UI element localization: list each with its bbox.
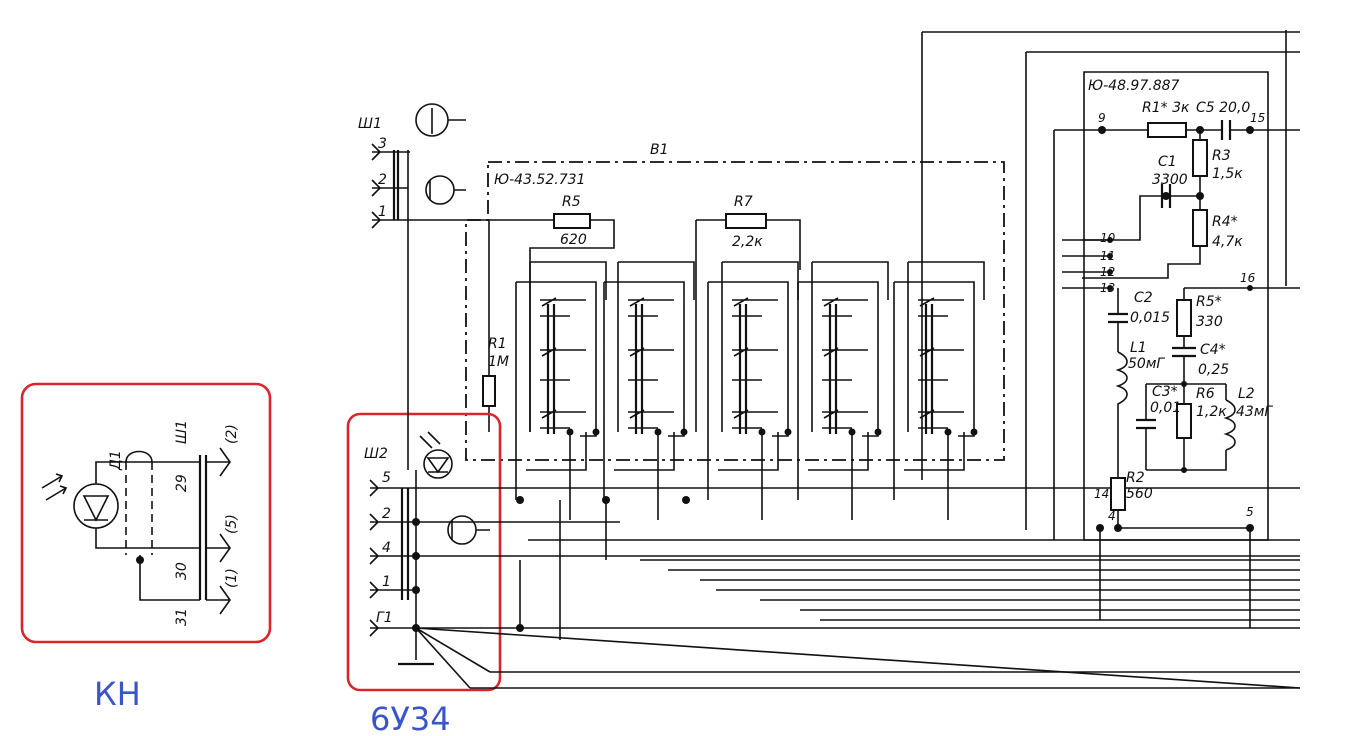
c5-label: C5 20,0	[1196, 100, 1250, 116]
bus-lines	[470, 31, 1300, 689]
mid-pin-5: 5	[382, 470, 391, 486]
l1-label: L1	[1130, 340, 1147, 356]
photo-arrows-icon	[41, 473, 68, 501]
switch-section-1	[515, 261, 607, 520]
mid-pin-4: 4	[382, 540, 391, 556]
kn-wire-30: 30	[174, 562, 190, 580]
r1-value: 1М	[488, 354, 509, 370]
r1-label: R1	[488, 336, 507, 352]
kn-wire-29: 29	[174, 474, 190, 492]
l1-value: 50мГ	[1128, 356, 1165, 372]
6u34-highlight-box	[346, 412, 502, 692]
c1-label: C1	[1158, 154, 1177, 170]
pin-4: 4	[1108, 509, 1116, 523]
kn-caption: КН	[94, 675, 141, 713]
r7-resistor	[725, 213, 767, 229]
mid-pin-g1: Г1	[376, 610, 393, 626]
input-connector: Ш1 3 2 1	[358, 103, 500, 229]
connector-6u34: Ш2 5 2 4 1 Г1	[346, 150, 1301, 692]
kn-connector-label: Ш1	[174, 420, 190, 444]
r5-resistor	[553, 213, 591, 229]
pin-15: 15	[1250, 111, 1265, 125]
c3-value: 0,01	[1150, 400, 1181, 416]
mid-connector-label: Ш2	[364, 446, 388, 462]
r2-value: 560	[1126, 486, 1153, 502]
kn-diagram: Д1 Ш1 (2) (5) (1) 29 30 31	[20, 382, 272, 644]
r5s-label: R5*	[1196, 294, 1222, 310]
c2-label: C2	[1134, 290, 1153, 306]
r6-value: 1,2к	[1196, 404, 1227, 420]
c4-label: C4*	[1200, 342, 1226, 358]
switch-section-3	[707, 261, 799, 520]
c3-label: C3*	[1152, 384, 1178, 400]
switch-block: В1 Ю-43.52.731 R1 1М R5 620 R7 2,2к	[465, 142, 1005, 520]
c4-value: 0,25	[1198, 362, 1229, 378]
r3-label: R3	[1212, 148, 1231, 164]
r5s-value: 330	[1196, 314, 1223, 330]
r7-label: R7	[734, 194, 753, 210]
l2-label: L2	[1238, 386, 1255, 402]
filter-board: Ю-48.97.887 9 15 10 11 12 13 16 14 4 5 R…	[1054, 30, 1300, 628]
c2-value: 0,015	[1130, 310, 1170, 326]
r4-value: 4,7к	[1212, 234, 1243, 250]
c1-value: 3300	[1152, 172, 1188, 188]
mid-pin-2: 2	[382, 506, 391, 522]
kn-pin-5: (5)	[224, 514, 240, 534]
r1s-label: R1* 3к	[1142, 100, 1190, 116]
r6-label: R6	[1196, 386, 1215, 402]
mid-pin-1: 1	[382, 574, 391, 590]
r2-label: R2	[1126, 470, 1145, 486]
6u34-caption: 6У34	[370, 700, 451, 736]
input-pin-1: 1	[378, 204, 387, 220]
switch-block-label: В1	[650, 142, 669, 158]
switch-board-id: Ю-43.52.731	[494, 172, 585, 188]
r5-label: R5	[562, 194, 581, 210]
filter-board-id: Ю-48.97.887	[1088, 78, 1180, 94]
r3-value: 1,5к	[1212, 166, 1243, 182]
r5-value: 620	[560, 232, 587, 248]
diode-icon	[82, 495, 110, 522]
r7-value: 2,2к	[732, 234, 763, 250]
input-pin-3: 3	[378, 136, 387, 152]
l2-value: 43мГ	[1236, 404, 1273, 420]
pin-16: 16	[1240, 271, 1256, 285]
input-connector-label: Ш1	[358, 116, 382, 132]
pin-9: 9	[1098, 111, 1106, 125]
kn-wire-31: 31	[174, 608, 190, 626]
pin-14: 14	[1094, 487, 1109, 501]
switch-section-2	[603, 261, 695, 520]
kn-pin-2: (2)	[224, 424, 240, 444]
diode-label: Д1	[108, 450, 124, 471]
r4-label: R4*	[1212, 214, 1238, 230]
input-pin-2: 2	[378, 172, 387, 188]
kn-pin-1: (1)	[224, 568, 240, 588]
switch-section-5	[893, 261, 985, 520]
switch-section-4	[797, 261, 889, 520]
kn-highlight-box	[20, 382, 272, 644]
pin-5: 5	[1246, 505, 1254, 519]
